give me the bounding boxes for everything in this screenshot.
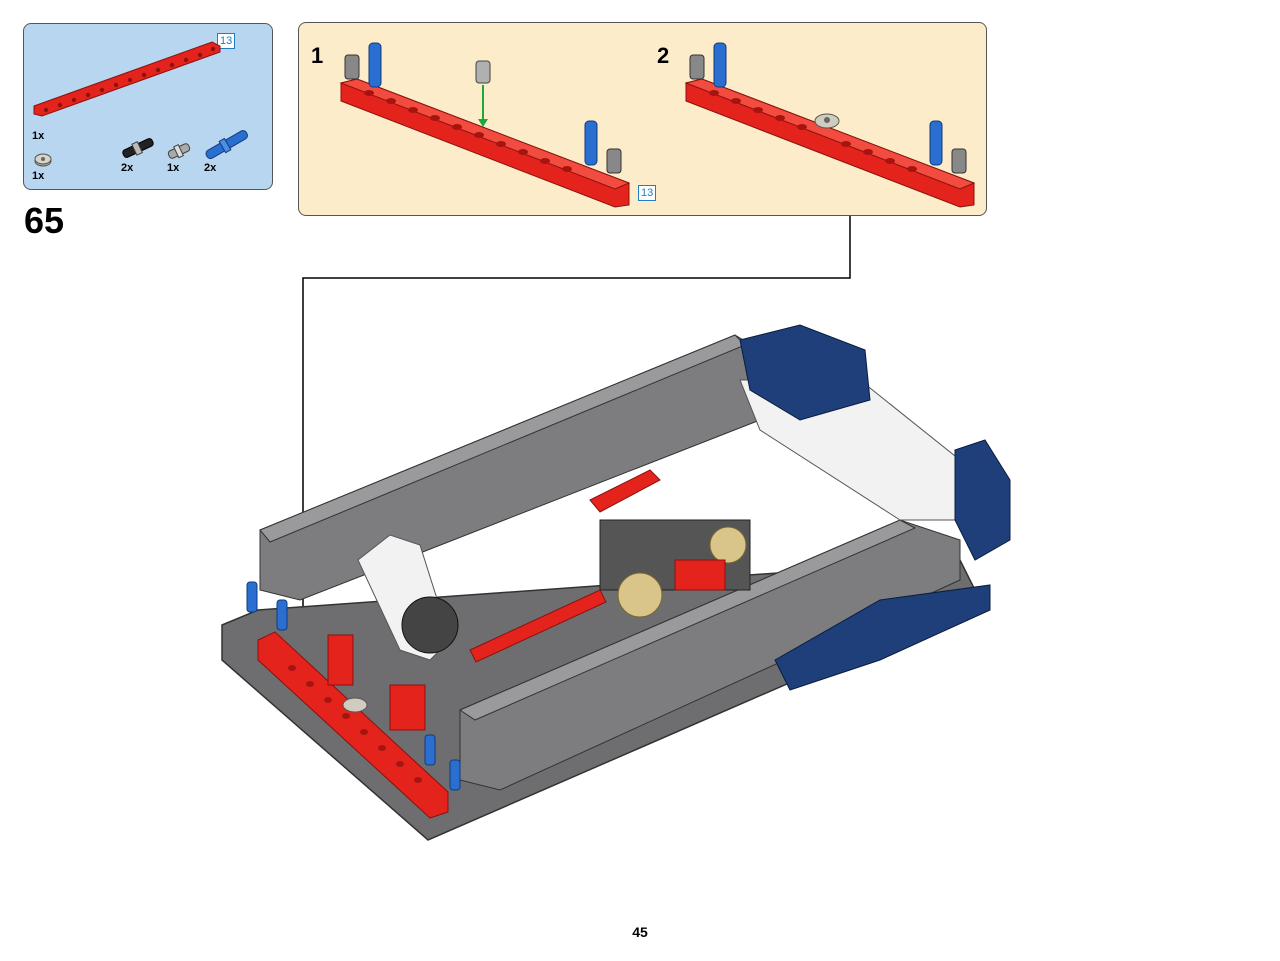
axle-pin-grey-icon <box>167 143 191 159</box>
substep-beam-length-tag: 13 <box>638 185 657 201</box>
step-number: 65 <box>24 200 65 241</box>
substep-panel: 1 2 13 <box>298 22 987 216</box>
substep-2-assembly <box>684 42 976 208</box>
item-quantity: 1x <box>167 162 180 174</box>
axle-pin-blue-icon <box>205 130 248 159</box>
parts-list-panel: 13 1x 1x 2x 1x 2x <box>23 23 273 190</box>
item-quantity: 2x <box>204 162 217 174</box>
axle-pin-black-icon <box>122 138 154 158</box>
item-quantity: 1x <box>32 170 45 182</box>
round-bush-icon <box>34 153 52 167</box>
substep-1-assembly <box>339 42 631 208</box>
beam-quantity: 1x <box>32 130 45 142</box>
page-number: 45 <box>632 924 648 940</box>
substep-number: 1 <box>311 43 324 68</box>
substep-number: 2 <box>657 43 670 68</box>
beam-length-tag: 13 <box>217 33 236 49</box>
red-beam-part-icon <box>33 41 221 117</box>
item-quantity: 2x <box>121 162 134 174</box>
